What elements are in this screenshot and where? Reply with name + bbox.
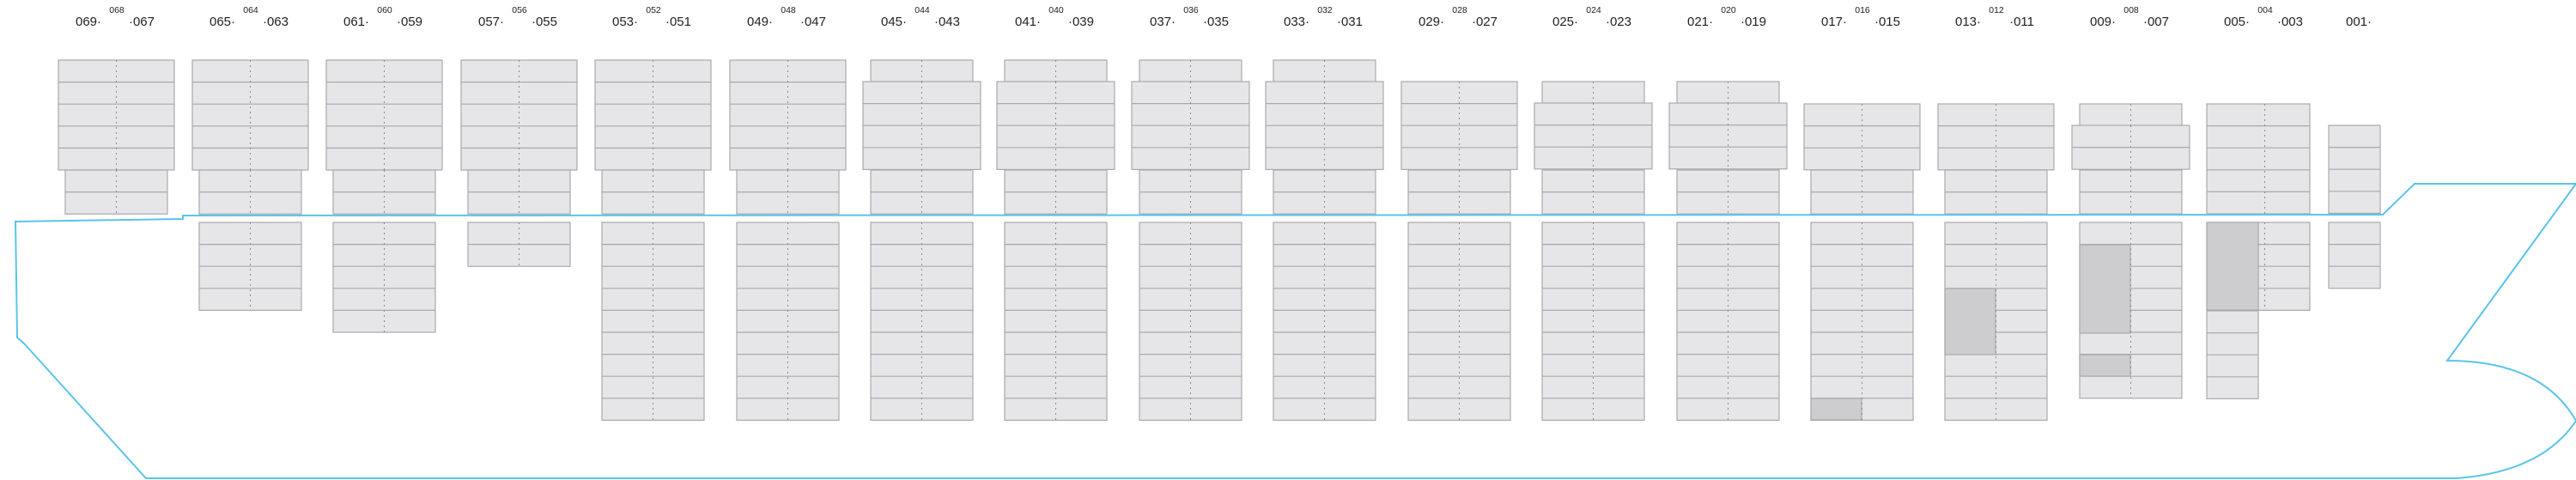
bay-label-left: 017· bbox=[1821, 15, 1847, 29]
bay-label-mid: 032 bbox=[1317, 5, 1333, 15]
bay-label-mid: 060 bbox=[377, 5, 392, 15]
bay-label-left: 033· bbox=[1284, 15, 1309, 29]
occupied-slot bbox=[2206, 222, 2259, 311]
occupied-slot bbox=[1944, 288, 1996, 355]
bay-label-mid: 008 bbox=[2123, 5, 2139, 15]
bay-label-mid: 012 bbox=[1989, 5, 2004, 15]
bay-label-mid: 024 bbox=[1586, 5, 1601, 15]
bay-label-right: ·023 bbox=[1606, 15, 1631, 29]
bay-label-left: 045· bbox=[881, 15, 907, 29]
bay-label-left: 049· bbox=[747, 15, 773, 29]
bay-group: 045· 044 ·043 bbox=[862, 5, 981, 421]
container-stack bbox=[460, 59, 578, 171]
container-stack bbox=[1803, 103, 1921, 171]
bay-label-right: ·063 bbox=[263, 15, 289, 29]
bay-group: 017· 016 ·015 bbox=[1803, 5, 1921, 421]
bay-label-left: 001· bbox=[2346, 15, 2372, 29]
bay-label-mid: 068 bbox=[109, 5, 125, 15]
bay-group: 069· 068 ·067 bbox=[58, 5, 175, 215]
occupied-slot bbox=[2079, 354, 2131, 377]
bay-label-mid: 036 bbox=[1183, 5, 1199, 15]
bay-label-mid: 040 bbox=[1048, 5, 1064, 15]
bay-group: 013· 012 ·011 bbox=[1937, 5, 2055, 421]
bay-label-right: ·039 bbox=[1068, 15, 1094, 29]
bay-label-left: 041· bbox=[1015, 15, 1041, 29]
container-stack bbox=[1668, 102, 1788, 170]
bay-group: 021· 020 ·019 bbox=[1668, 5, 1788, 421]
bay-group: 005· 004 ·003 bbox=[2206, 5, 2311, 400]
bay-group: 061· 060 ·059 bbox=[325, 5, 443, 333]
container-stack bbox=[1937, 103, 2055, 171]
bay-label-left: 053· bbox=[612, 15, 638, 29]
bay-group: 001· bbox=[2328, 15, 2381, 289]
bay-group: 025· 024 ·023 bbox=[1534, 5, 1653, 421]
bay-label-right: ·027 bbox=[1472, 15, 1498, 29]
bay-group: 009· 008 ·007 bbox=[2071, 5, 2190, 399]
bay-label-left: 057· bbox=[478, 15, 504, 29]
bay-label-right: ·059 bbox=[397, 15, 422, 29]
container-stack bbox=[2206, 103, 2311, 215]
bay-label-right: ·031 bbox=[1337, 15, 1363, 29]
bay-group: 057· 056 ·055 bbox=[460, 5, 578, 267]
container-stack bbox=[2328, 222, 2381, 289]
bay-label-right: ·055 bbox=[532, 15, 557, 29]
container-stack bbox=[58, 59, 175, 171]
bay-label-mid: 064 bbox=[243, 5, 258, 15]
occupied-slot bbox=[2079, 244, 2131, 334]
container-stack bbox=[332, 222, 436, 333]
container-stack bbox=[729, 59, 847, 171]
bay-label-left: 013· bbox=[1955, 15, 1981, 29]
bay-label-mid: 004 bbox=[2257, 5, 2273, 15]
bay-label-left: 029· bbox=[1419, 15, 1444, 29]
bay-label-right: ·047 bbox=[800, 15, 826, 29]
bay-label-mid: 056 bbox=[512, 5, 527, 15]
bay-label-right: ·067 bbox=[129, 15, 155, 29]
bay-label-right: ·035 bbox=[1203, 15, 1229, 29]
bay-label-mid: 044 bbox=[914, 5, 930, 15]
bay-group: 053· 052 ·051 bbox=[594, 5, 712, 421]
bay-label-right: ·043 bbox=[934, 15, 960, 29]
bay-group: 033· 032 ·031 bbox=[1265, 5, 1384, 421]
bay-label-mid: 020 bbox=[1721, 5, 1736, 15]
bay-label-left: 065· bbox=[210, 15, 235, 29]
bay-label-right: ·007 bbox=[2143, 15, 2169, 29]
container-stack bbox=[325, 59, 443, 171]
bay-label-right: ·011 bbox=[2009, 15, 2034, 29]
container-stack bbox=[1534, 102, 1653, 170]
bay-groups: 069· 068 ·067 065· 064 ·063 061· 060 ·059 057· 056… bbox=[58, 5, 2381, 421]
bay-label-right: ·019 bbox=[1741, 15, 1766, 29]
bay-label-left: 021· bbox=[1687, 15, 1713, 29]
bay-label-right: ·015 bbox=[1874, 15, 1900, 29]
bay-label-left: 005· bbox=[2224, 15, 2250, 29]
bay-label-left: 069· bbox=[76, 15, 101, 29]
bay-label-right: ·003 bbox=[2277, 15, 2303, 29]
bay-label-left: 061· bbox=[343, 15, 369, 29]
bay-group: 037· 036 ·035 bbox=[1131, 5, 1250, 421]
bay-label-left: 037· bbox=[1150, 15, 1176, 29]
bay-label-left: 025· bbox=[1552, 15, 1578, 29]
occupied-slot bbox=[1810, 398, 1862, 421]
bay-label-mid: 028 bbox=[1452, 5, 1467, 15]
bay-group: 029· 028 ·027 bbox=[1400, 5, 1518, 421]
bay-label-mid: 052 bbox=[646, 5, 661, 15]
bay-label-right: ·051 bbox=[665, 15, 691, 29]
bay-group: 049· 048 ·047 bbox=[729, 5, 847, 421]
bay-group: 065· 064 ·063 bbox=[191, 5, 309, 312]
bay-label-mid: 048 bbox=[781, 5, 796, 15]
bay-label-left: 009· bbox=[2090, 15, 2116, 29]
container-stack bbox=[191, 59, 309, 171]
bay-label-mid: 016 bbox=[1855, 5, 1870, 15]
bay-group: 041· 040 ·039 bbox=[996, 5, 1115, 421]
